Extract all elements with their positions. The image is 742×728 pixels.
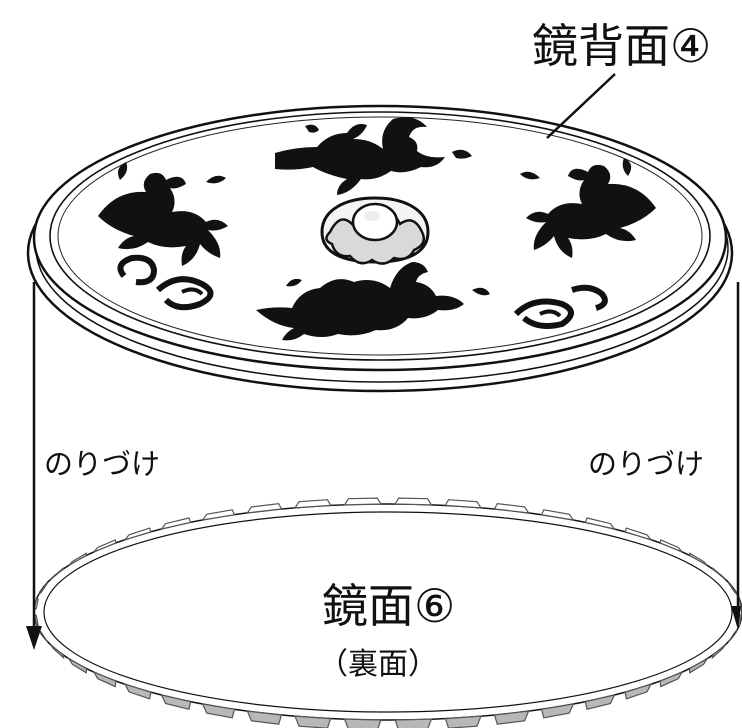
glue-tab — [49, 644, 65, 660]
glue-tabs — [33, 497, 742, 728]
glue-tab — [67, 657, 88, 674]
glue-tab — [38, 629, 48, 643]
arrow-down-icon — [731, 282, 741, 630]
glue-tab — [160, 694, 192, 711]
glue-tab — [394, 718, 433, 728]
glue-tab — [711, 644, 727, 660]
glue-tab — [540, 703, 575, 719]
glue-tab — [711, 567, 727, 580]
swirl-motif-right — [513, 284, 608, 329]
glue-tab — [726, 581, 738, 595]
glue-tab — [540, 509, 575, 521]
leader-line — [546, 73, 616, 139]
glue-tab — [293, 499, 332, 509]
glue-tab — [688, 657, 709, 674]
glue-tab — [201, 703, 236, 719]
mirror-back-label: 鏡背面④ — [532, 19, 711, 73]
animal-motif-top — [275, 117, 472, 195]
glue-tab — [584, 517, 616, 530]
glue-tab — [38, 581, 50, 595]
glue-tab — [444, 715, 482, 728]
swirl-motif-left — [117, 254, 214, 311]
central-knob-icon — [320, 196, 430, 265]
glue-tab — [624, 527, 653, 541]
glue-tab — [624, 683, 652, 700]
glue-tab — [49, 567, 65, 580]
glue-tab — [93, 539, 117, 553]
glue-tab — [659, 539, 683, 553]
glue-tab — [294, 715, 332, 728]
animal-motif-right — [520, 158, 656, 258]
glue-tab — [444, 499, 483, 509]
glue-tab — [659, 671, 684, 688]
glue-tab — [124, 683, 152, 700]
glue-tab — [343, 497, 382, 506]
glue-tab — [68, 552, 88, 566]
glue-tab — [728, 629, 738, 643]
glue-tab — [246, 710, 283, 725]
animal-motif-bottom — [256, 262, 490, 341]
arrow-down-icon — [26, 282, 42, 650]
glue-tab — [343, 718, 382, 728]
animal-motif-left — [98, 162, 228, 266]
glue-label-right: のりづけ — [588, 447, 704, 481]
glue-tab — [688, 552, 708, 566]
glue-tab — [160, 517, 192, 530]
glue-tab — [493, 710, 530, 725]
glue-tab — [201, 509, 236, 521]
mirror-face-sub-label: （裏面） — [318, 647, 438, 682]
glue-tab — [123, 527, 152, 541]
glue-tab — [246, 502, 283, 514]
glue-label-left: のりづけ — [44, 447, 160, 481]
glue-tab — [394, 497, 433, 506]
glue-tab — [584, 694, 616, 711]
glue-tab — [92, 671, 117, 688]
mirror-face-label: 鏡面⑥ — [322, 579, 455, 633]
glue-tab — [493, 502, 530, 514]
